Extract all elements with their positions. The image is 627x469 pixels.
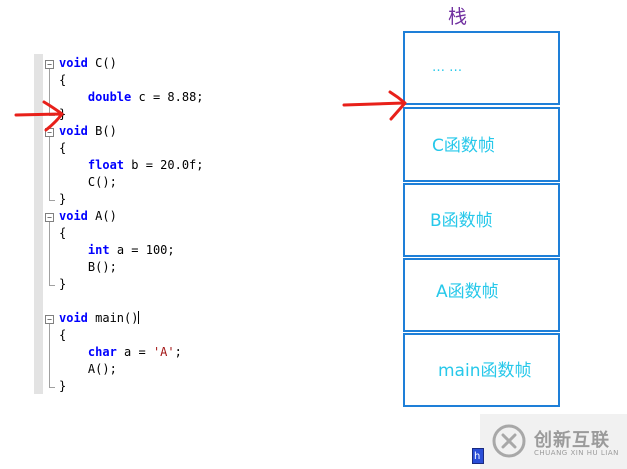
keyword-token: double xyxy=(87,90,132,104)
brand-logo-icon xyxy=(492,424,526,458)
function-signature[interactable]: void B() xyxy=(59,123,117,140)
code-token: { xyxy=(59,141,67,155)
stack-frame xyxy=(403,107,560,182)
stack-pointer-arrow xyxy=(342,90,407,121)
code-token: { xyxy=(59,73,67,87)
code-token: ; xyxy=(174,345,182,359)
code-token: { xyxy=(59,328,67,342)
code-line[interactable]: { xyxy=(59,225,66,242)
stack-frame xyxy=(403,31,560,105)
stack-frame-label: A函数帧 xyxy=(436,282,499,302)
fold-guide-line xyxy=(49,137,50,200)
code-token: B(); xyxy=(59,260,117,274)
keyword-token: float xyxy=(87,158,125,172)
fold-guide-end xyxy=(49,285,55,286)
code-token: a = 100; xyxy=(109,243,175,257)
stack-frame xyxy=(403,333,560,407)
code-line[interactable]: } xyxy=(59,378,66,395)
function-signature[interactable]: void A() xyxy=(59,208,117,225)
keyword-token: int xyxy=(87,243,110,257)
watermark: 创新互联 CHUANG XIN HU LIAN xyxy=(480,414,627,469)
code-token: c = 8.88; xyxy=(131,90,204,104)
stack-frame-label: C函数帧 xyxy=(432,136,495,156)
code-line[interactable]: C(); xyxy=(59,174,117,191)
code-token: A() xyxy=(87,209,117,223)
code-token: A(); xyxy=(59,362,117,376)
code-editor[interactable]: void C(){ double c = 8.88;}−void B(){ fl… xyxy=(34,54,264,394)
code-token: } xyxy=(59,379,67,393)
stack-frame xyxy=(403,258,560,332)
code-line[interactable]: float b = 20.0f; xyxy=(59,157,204,174)
fold-toggle-icon[interactable]: − xyxy=(45,315,54,324)
fold-toggle-icon[interactable]: − xyxy=(45,213,54,222)
keyword-token: void xyxy=(59,209,88,223)
stack-frame-label: main函数帧 xyxy=(438,361,532,381)
stack-frame-label: B函数帧 xyxy=(430,211,493,231)
string-token: 'A' xyxy=(152,345,175,359)
code-token: a = xyxy=(116,345,153,359)
code-token: b = 20.0f; xyxy=(124,158,204,172)
fold-guide-end xyxy=(49,200,55,201)
code-line[interactable]: B(); xyxy=(59,259,117,276)
code-line[interactable]: { xyxy=(59,140,66,157)
code-token: } xyxy=(59,192,67,206)
taskbar-chip[interactable]: h xyxy=(472,448,484,464)
watermark-text: 创新互联 xyxy=(534,430,610,451)
code-pointer-arrow xyxy=(14,100,64,132)
keyword-token: void xyxy=(59,124,88,138)
code-line[interactable]: { xyxy=(59,72,66,89)
function-signature[interactable]: void main() xyxy=(59,310,140,327)
editor-gutter xyxy=(34,54,43,394)
fold-guide-line xyxy=(49,69,50,115)
keyword-token: void xyxy=(59,311,88,325)
code-line[interactable]: } xyxy=(59,276,66,293)
code-line[interactable]: { xyxy=(59,327,66,344)
stack-frame xyxy=(403,183,560,257)
code-line[interactable]: A(); xyxy=(59,361,117,378)
code-token: C(); xyxy=(59,175,117,189)
keyword-token: void xyxy=(59,56,88,70)
code-line[interactable]: } xyxy=(59,191,66,208)
fold-guide-line xyxy=(49,222,50,285)
code-line[interactable]: double c = 8.88; xyxy=(59,89,204,106)
fold-guide-line xyxy=(49,324,50,387)
code-token: { xyxy=(59,226,67,240)
code-line[interactable]: char a = 'A'; xyxy=(59,344,182,361)
code-token: } xyxy=(59,277,67,291)
text-cursor xyxy=(138,311,140,324)
code-token: main() xyxy=(87,311,139,325)
keyword-token: char xyxy=(87,345,117,359)
stack-title: 栈 xyxy=(448,6,468,28)
function-signature[interactable]: void C() xyxy=(59,55,117,72)
code-token: B() xyxy=(87,124,117,138)
watermark-subtext: CHUANG XIN HU LIAN xyxy=(534,449,619,457)
fold-guide-end xyxy=(49,387,55,388)
fold-toggle-icon[interactable]: − xyxy=(45,60,54,69)
code-line[interactable]: int a = 100; xyxy=(59,242,175,259)
code-token: C() xyxy=(87,56,117,70)
stack-frame-label: … … xyxy=(432,60,463,75)
